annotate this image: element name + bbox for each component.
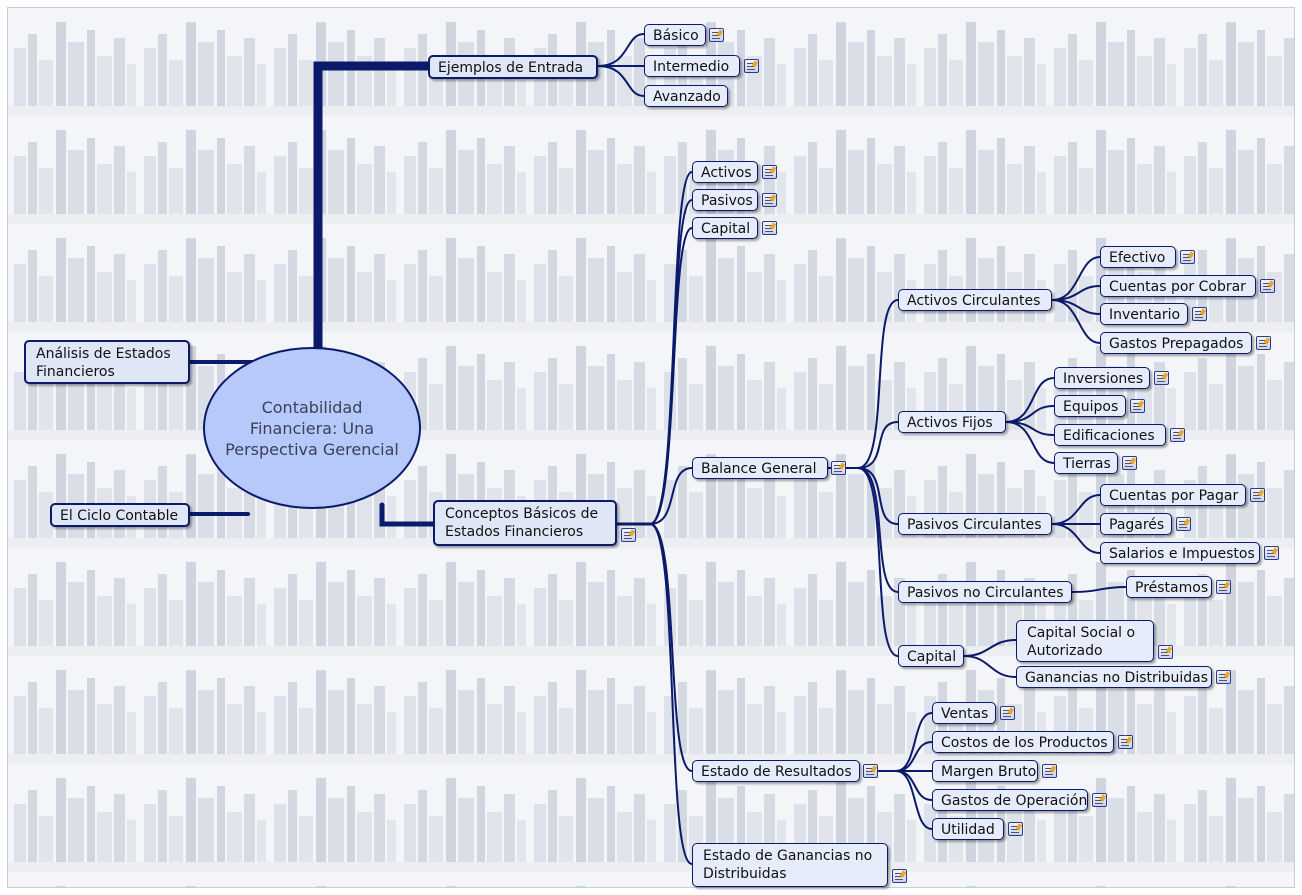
node-salarios-impuestos[interactable]: Salarios e Impuestos	[1100, 542, 1260, 564]
node-pasivos-circulantes[interactable]: Pasivos Circulantes	[898, 513, 1052, 535]
note-icon[interactable]	[1118, 735, 1133, 749]
node-gastos-operacion[interactable]: Gastos de Operación	[932, 789, 1088, 811]
node-efectivo[interactable]: Efectivo	[1100, 246, 1176, 268]
note-icon[interactable]	[744, 59, 759, 73]
node-cuentas-por-cobrar[interactable]: Cuentas por Cobrar	[1100, 275, 1256, 297]
note-icon[interactable]	[1256, 336, 1271, 350]
node-capital[interactable]: Capital	[692, 217, 758, 239]
note-icon[interactable]	[1250, 488, 1265, 502]
node-equipos[interactable]: Equipos	[1054, 395, 1126, 417]
note-icon[interactable]	[1192, 307, 1207, 321]
node-basico[interactable]: Básico	[644, 24, 706, 46]
node-balance-general[interactable]: Balance General	[692, 457, 828, 479]
node-prestamos[interactable]: Préstamos	[1126, 576, 1212, 598]
node-ventas[interactable]: Ventas	[932, 702, 996, 724]
node-edificaciones[interactable]: Edificaciones	[1054, 424, 1166, 446]
note-icon[interactable]	[762, 193, 777, 207]
note-icon[interactable]	[1170, 428, 1185, 442]
topic-conceptos-basicos[interactable]: Conceptos Básicos de Estados Financieros	[433, 500, 617, 546]
note-icon[interactable]	[892, 869, 907, 883]
node-activos-fijos[interactable]: Activos Fijos	[898, 411, 1006, 433]
note-icon[interactable]	[709, 28, 724, 42]
node-pagares[interactable]: Pagarés	[1100, 513, 1172, 535]
node-cuentas-por-pagar[interactable]: Cuentas por Pagar	[1100, 484, 1246, 506]
topic-analisis-estados-financieros[interactable]: Análisis de Estados Financieros	[24, 340, 190, 384]
node-capital-balance[interactable]: Capital	[898, 645, 964, 667]
node-activos-circulantes[interactable]: Activos Circulantes	[898, 289, 1052, 311]
note-icon[interactable]	[1000, 706, 1015, 720]
note-icon[interactable]	[1130, 399, 1145, 413]
topic-ejemplos-entrada[interactable]: Ejemplos de Entrada	[428, 55, 598, 79]
note-icon[interactable]	[1158, 645, 1173, 659]
node-pasivos[interactable]: Pasivos	[692, 189, 758, 211]
node-capital-social[interactable]: Capital Social o Autorizado	[1016, 620, 1154, 662]
note-icon[interactable]	[621, 528, 636, 542]
note-icon[interactable]	[1260, 279, 1275, 293]
node-avanzado[interactable]: Avanzado	[644, 85, 728, 107]
node-gastos-prepagados[interactable]: Gastos Prepagados	[1100, 332, 1252, 354]
node-inversiones[interactable]: Inversiones	[1054, 367, 1150, 389]
note-icon[interactable]	[1042, 764, 1057, 778]
node-costos-productos[interactable]: Costos de los Productos	[932, 731, 1114, 753]
topic-ciclo-contable[interactable]: El Ciclo Contable	[50, 503, 190, 527]
note-icon[interactable]	[863, 764, 878, 778]
node-estado-resultados[interactable]: Estado de Resultados	[692, 760, 860, 782]
note-icon[interactable]	[1008, 822, 1023, 836]
central-topic[interactable]: Contabilidad Financiera: Una Perspectiva…	[203, 347, 421, 509]
note-icon[interactable]	[1264, 546, 1279, 560]
node-ganancias-no-distribuidas[interactable]: Ganancias no Distribuidas	[1016, 666, 1212, 688]
note-icon[interactable]	[1154, 371, 1169, 385]
node-utilidad[interactable]: Utilidad	[932, 818, 1004, 840]
note-icon[interactable]	[1122, 456, 1137, 470]
note-icon[interactable]	[1092, 793, 1107, 807]
note-icon[interactable]	[1216, 670, 1231, 684]
note-icon[interactable]	[762, 165, 777, 179]
node-intermedio[interactable]: Intermedio	[644, 55, 740, 77]
node-margen-bruto[interactable]: Margen Bruto	[932, 760, 1038, 782]
note-icon[interactable]	[762, 221, 777, 235]
note-icon[interactable]	[831, 461, 846, 475]
node-estado-ganancias-no-distribuidas[interactable]: Estado de Ganancias no Distribuidas	[692, 843, 888, 887]
node-activos[interactable]: Activos	[692, 161, 758, 183]
node-inventario[interactable]: Inventario	[1100, 303, 1188, 325]
node-tierras[interactable]: Tierras	[1054, 452, 1118, 474]
note-icon[interactable]	[1176, 517, 1191, 531]
note-icon[interactable]	[1216, 580, 1231, 594]
note-icon[interactable]	[1180, 250, 1195, 264]
node-pasivos-no-circulantes[interactable]: Pasivos no Circulantes	[898, 581, 1072, 603]
